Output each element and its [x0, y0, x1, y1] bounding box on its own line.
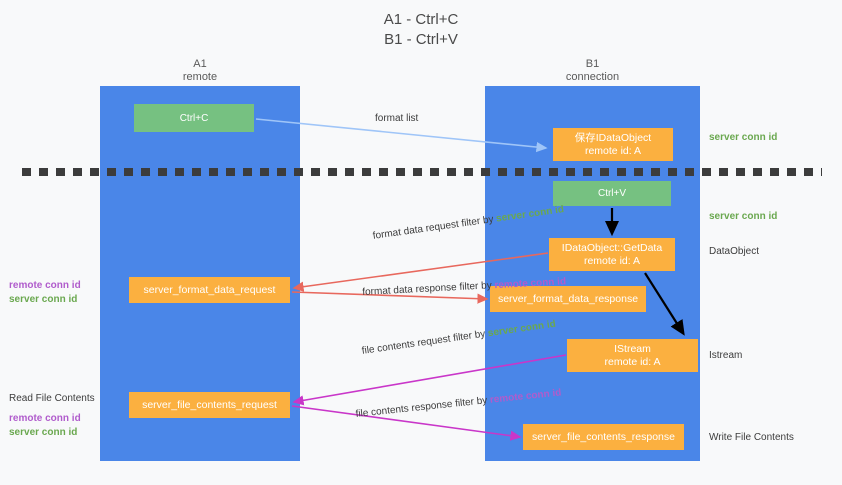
box-server-file-contents-response[interactable]: server_file_contents_response	[523, 424, 684, 450]
annotation-filter-by: filter by	[460, 214, 495, 230]
label-read-file-contents: Read File Contents	[9, 393, 95, 404]
annotation-filter-by: filter by	[452, 328, 486, 345]
box-ctrl-v[interactable]: Ctrl+V	[553, 181, 671, 206]
phase-divider	[22, 168, 822, 176]
box-idataobject[interactable]: 保存IDataObject remote id: A	[553, 128, 673, 161]
box-server-format-data-response[interactable]: server_format_data_response	[490, 286, 646, 312]
label-server-conn-id: server conn id	[9, 294, 78, 305]
label-server-conn-id-mid: server conn id	[709, 211, 778, 222]
box-ctrl-c[interactable]: Ctrl+C	[134, 104, 254, 132]
box-idataobject-getdata[interactable]: IDataObject::GetData remote id: A	[549, 238, 675, 271]
box-server-file-contents-request[interactable]: server_file_contents_request	[129, 392, 290, 418]
annotation-line-1: format data request	[372, 218, 460, 242]
annotation-remote-conn-id: remote conn id	[494, 276, 567, 292]
label-remote-conn-id-2: remote conn id	[9, 413, 81, 424]
label-server-conn-id-2: server conn id	[9, 427, 78, 438]
annotation-format-list: format list	[375, 113, 419, 124]
column-header-a1: A1 remote	[182, 58, 218, 83]
label-remote-conn-id: remote conn id	[9, 280, 81, 291]
annotation-line-1: format data response	[362, 282, 457, 298]
annotation-filter-by: filter by	[454, 395, 488, 410]
label-left-conn-ids-top: remote conn id server conn id	[9, 279, 81, 307]
column-header-b1: B1 connection	[565, 58, 620, 83]
label-left-conn-ids-bottom: remote conn id server conn id	[9, 412, 81, 440]
label-dataobject: DataObject	[709, 246, 760, 257]
page-title: A1 - Ctrl+C B1 - Ctrl+V	[383, 11, 459, 48]
annotation-line-1: file contents request	[361, 333, 452, 357]
annotation-filter-by: filter by	[459, 280, 492, 293]
box-istream[interactable]: IStream remote id: A	[567, 339, 698, 372]
annotation-line-1: file contents response	[355, 398, 454, 420]
box-server-format-data-request[interactable]: server_format_data_request	[129, 277, 290, 303]
label-istream: Istream	[709, 350, 743, 361]
label-write-file-contents: Write File Contents	[709, 432, 794, 443]
label-server-conn-id-top: server conn id	[709, 132, 778, 143]
